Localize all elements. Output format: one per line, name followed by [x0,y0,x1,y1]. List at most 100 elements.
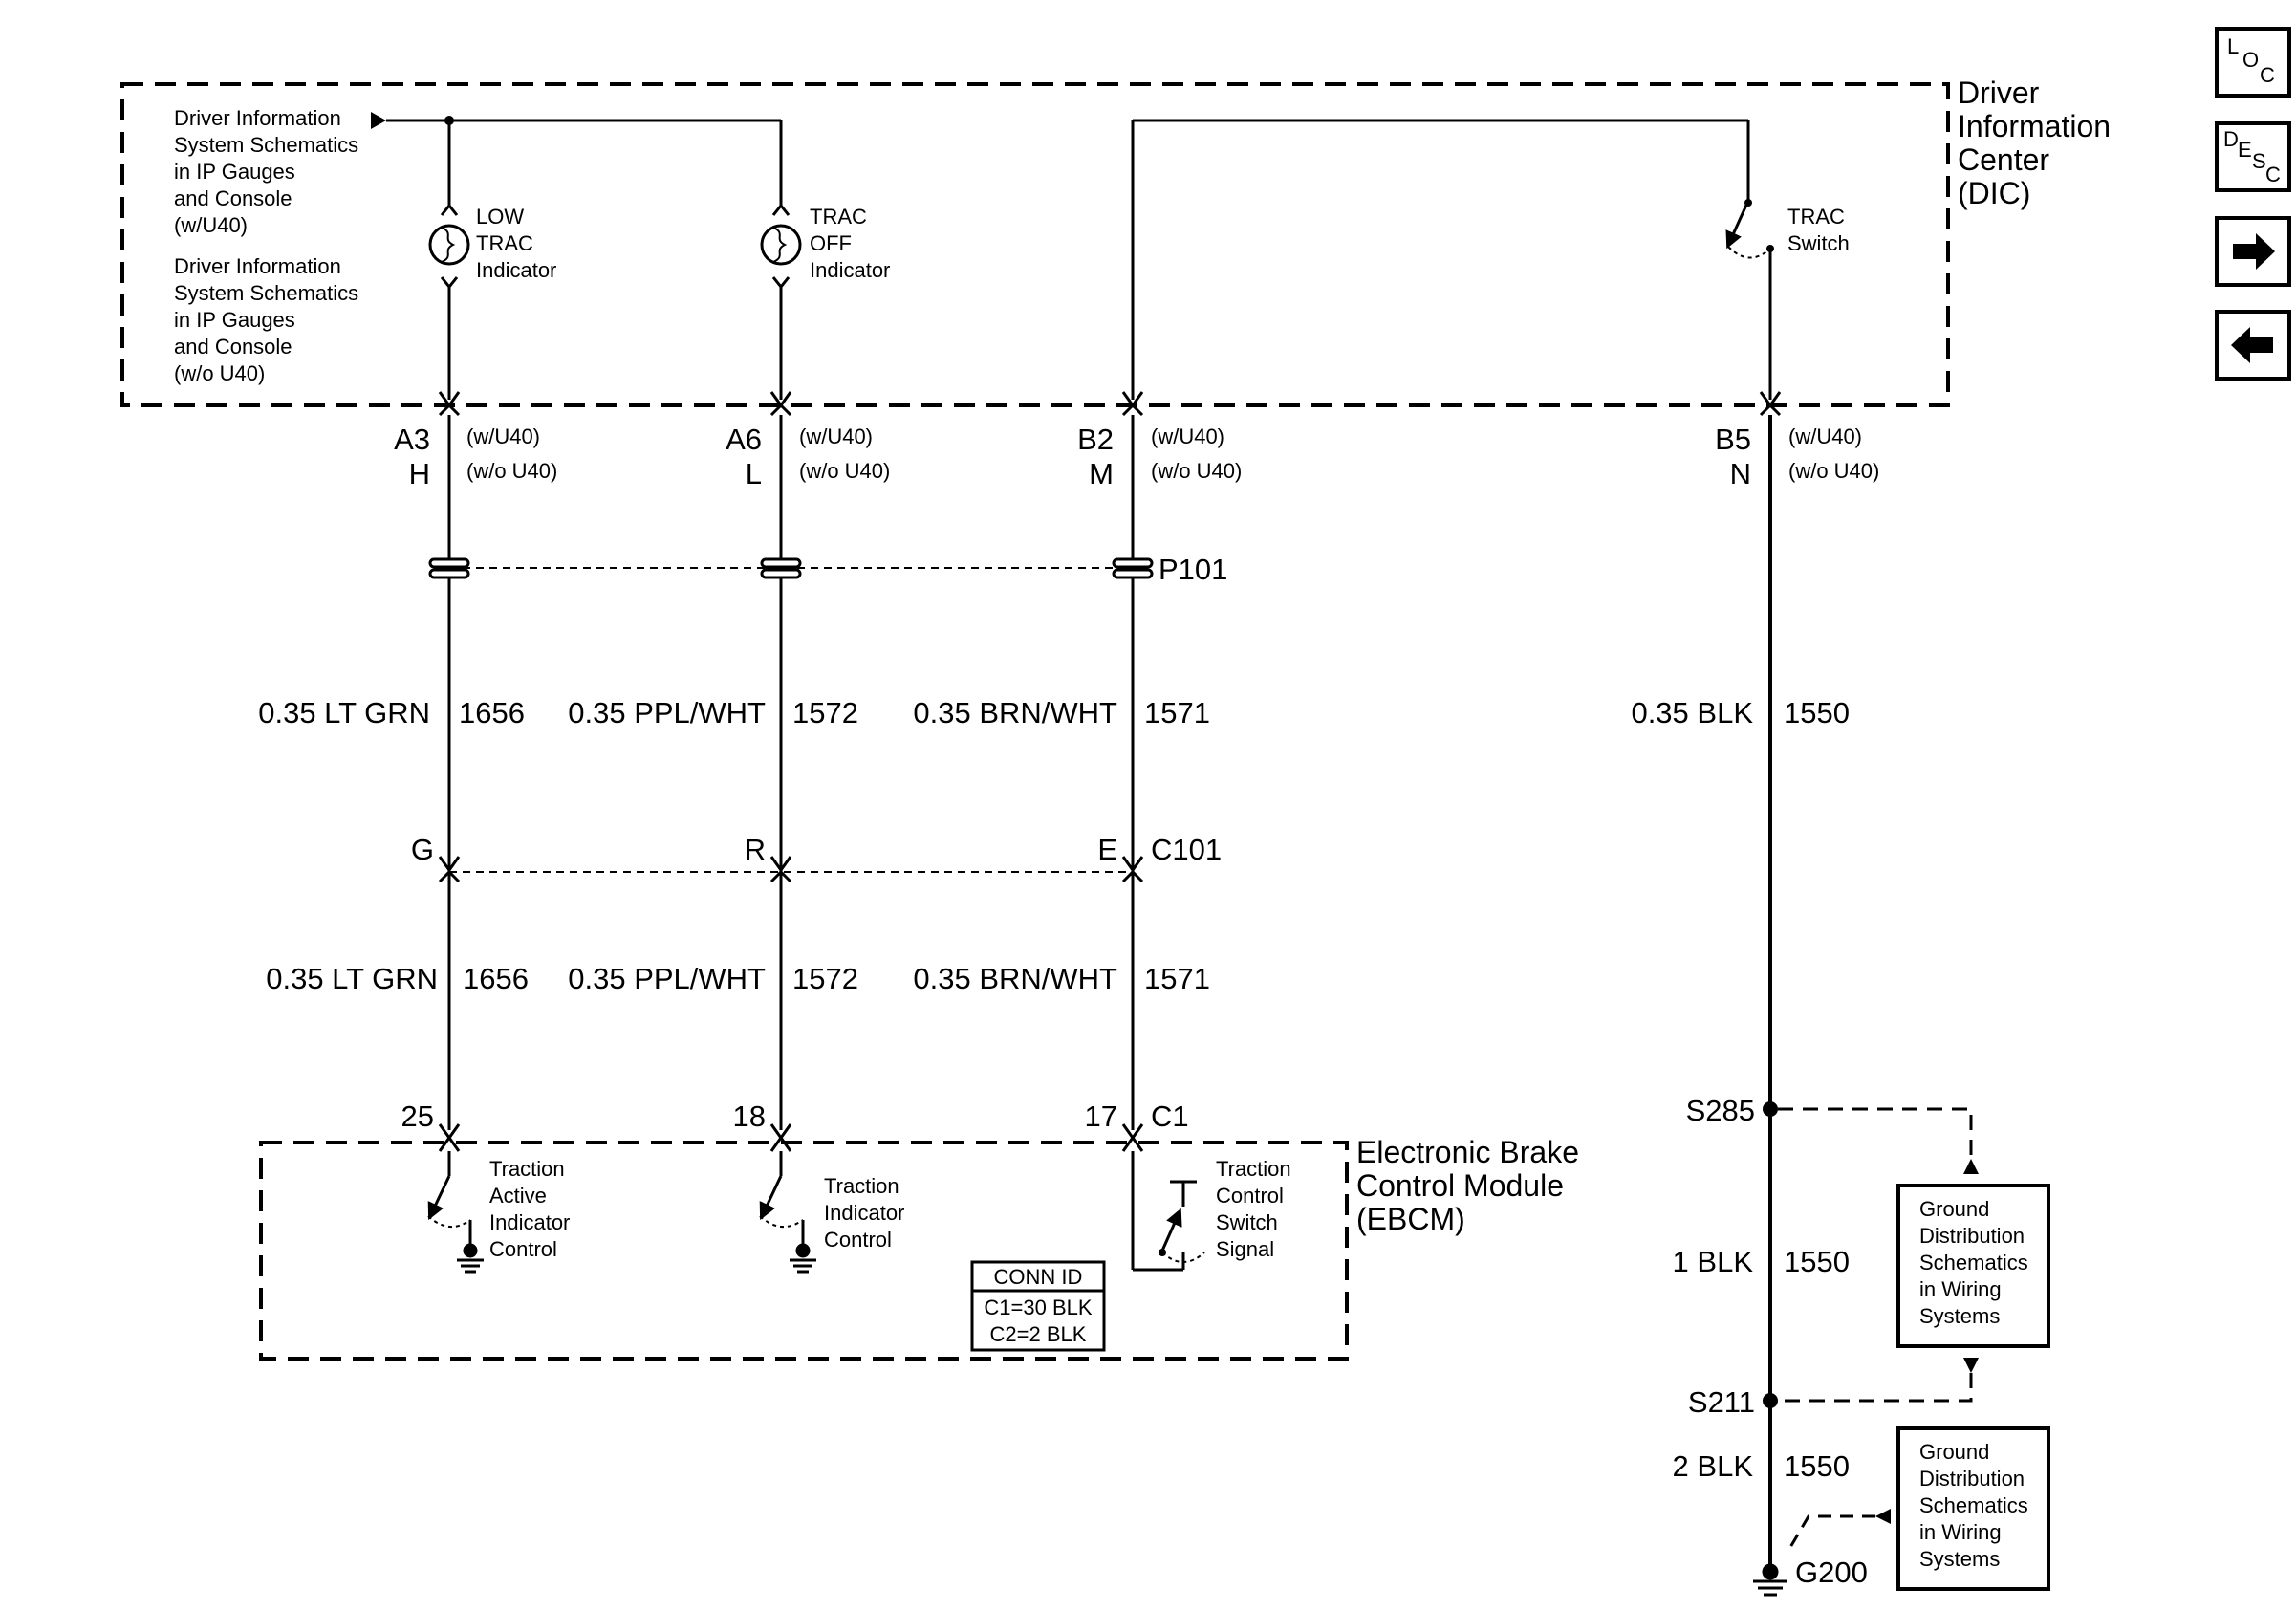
conn-id-row: C1=30 BLK [984,1295,1092,1319]
trac-switch-label: Switch [1787,231,1850,255]
switch-contact [1744,199,1752,207]
g200-label: G200 [1795,1556,1868,1589]
dic-pin-labels: A3 H (w/U40) (w/o U40) A6 L (w/U40) (w/o… [394,423,1879,490]
c1-label: C1 [1151,1099,1189,1133]
ground-ref-box [1896,1426,2050,1591]
desc-letter: S [2252,149,2266,173]
c101-pin: G [411,833,434,866]
dic-schematic-note: Driver Information System Schematics in … [174,106,386,385]
wire-circuit: 1656 [463,962,529,995]
loc-letter: L [2227,34,2239,58]
desc-button[interactable]: D E S C [2215,121,2291,192]
ground-ref-line: Schematics [1919,1493,2028,1517]
conn-id-table: CONN ID C1=30 BLK C2=2 BLK [970,1260,1106,1352]
arrow-left-icon [1875,1509,1891,1524]
low-trac-label: LOW [476,205,524,229]
ground-ref-line: in Wiring [1919,1277,2002,1301]
wire-circuit: 1572 [792,696,858,729]
traction-switch-signal-icon [1131,1151,1205,1272]
pin-label: A3 [394,423,430,456]
note-line: in IP Gauges [174,308,295,332]
option-label: (w/U40) [466,425,540,448]
ground-ref-line: Ground [1919,1440,1989,1464]
dic-title-line: Center [1958,142,2049,177]
pin-label: B5 [1715,423,1751,456]
pin-label: A6 [726,423,762,456]
pin-label: L [746,457,762,490]
traction-switch-label: Traction [1216,1157,1291,1181]
traction-active-label: Traction [489,1157,565,1181]
traction-active-label: Indicator [489,1210,570,1234]
c1-pin: 17 [1085,1099,1117,1133]
wire-color: 0.35 LT GRN [266,962,438,995]
c101-connector: G R E C101 [411,833,1222,883]
ebcm-title-line: Electronic Brake [1356,1135,1579,1169]
arrow-right-icon [2233,233,2275,270]
s285-splice-dot [1763,1101,1778,1117]
wire-color: 1 BLK [1673,1245,1754,1278]
traction-active-label: Control [489,1237,557,1261]
traction-indicator-label: Indicator [824,1201,904,1225]
option-label: (w/U40) [1151,425,1224,448]
desc-letter: D [2223,127,2239,151]
dic-terminals [438,391,1782,417]
wire-circuit: 1656 [459,696,525,729]
switch-contact [1159,1249,1166,1256]
lower-wire-labels: 0.35 LT GRN 1656 0.35 PPL/WHT 1572 0.35 … [266,962,1210,995]
dic-boundary [120,82,1950,407]
g200-ground-icon [1753,1563,1787,1597]
ground-ref-link [1787,1514,1875,1550]
low-trac-label: TRAC [476,231,533,255]
ground-ref-line: Distribution [1919,1224,2025,1248]
traction-indicator-switch-icon [759,1151,805,1251]
arrow-up-icon [1963,1159,1979,1174]
ground-icon [790,1243,816,1274]
trac-off-indicator-icon [760,203,802,400]
s211-label: S211 [1688,1385,1755,1419]
traction-switch-label: Signal [1216,1237,1274,1261]
c1-connector: 25 18 17 C1 [401,1099,1189,1152]
wire-circuit: 1571 [1144,962,1210,995]
next-button[interactable] [2215,216,2291,287]
ground-ref-link [1778,1107,1973,1168]
traction-switch-label: Control [1216,1184,1284,1208]
ground-ref-line: in Wiring [1919,1520,2002,1544]
traction-active-switch-icon [427,1151,472,1251]
note-line: and Console [174,186,292,210]
low-trac-label: Indicator [476,258,556,282]
wire-circuit: 1572 [792,962,858,995]
conn-id-header: CONN ID [994,1265,1083,1289]
trac-off-label: OFF [810,231,852,255]
dic-title-line: Driver [1958,76,2040,110]
trac-switch-label: TRAC [1787,205,1845,229]
option-label: (w/o U40) [1151,459,1242,483]
s211-splice-dot [1763,1393,1778,1408]
s285-label: S285 [1686,1094,1755,1127]
loc-button[interactable]: L O C [2215,27,2291,98]
dic-module: Driver Information Center (DIC) [120,76,2111,407]
option-label: (w/U40) [799,425,873,448]
note-line: System Schematics [174,133,358,157]
previous-button[interactable] [2215,310,2291,381]
option-label: (w/o U40) [466,459,557,483]
note-line: (w/U40) [174,213,248,237]
trac-off-label: Indicator [810,258,890,282]
traction-active-label: Active [489,1184,547,1208]
wire-circuit: 1550 [1784,696,1850,729]
traction-switch-label: Switch [1216,1210,1278,1234]
desc-letter: E [2238,138,2252,162]
ground-ref-line: Ground [1919,1197,1989,1221]
note-line: System Schematics [174,281,358,305]
ground-ref-link [1778,1373,1973,1403]
ground-ref-line: Systems [1919,1304,2000,1328]
loc-letter: O [2242,48,2259,72]
conn-id-row: C2=2 BLK [990,1322,1087,1346]
c1-pin: 18 [733,1099,766,1133]
pin-label: H [409,457,430,490]
pin-label: N [1730,457,1751,490]
traction-indicator-label: Control [824,1228,892,1252]
ebcm-title-line: (EBCM) [1356,1202,1465,1236]
traction-indicator-label: Traction [824,1174,899,1198]
ebcm-module: Electronic Brake Control Module (EBCM) [259,1135,1579,1361]
